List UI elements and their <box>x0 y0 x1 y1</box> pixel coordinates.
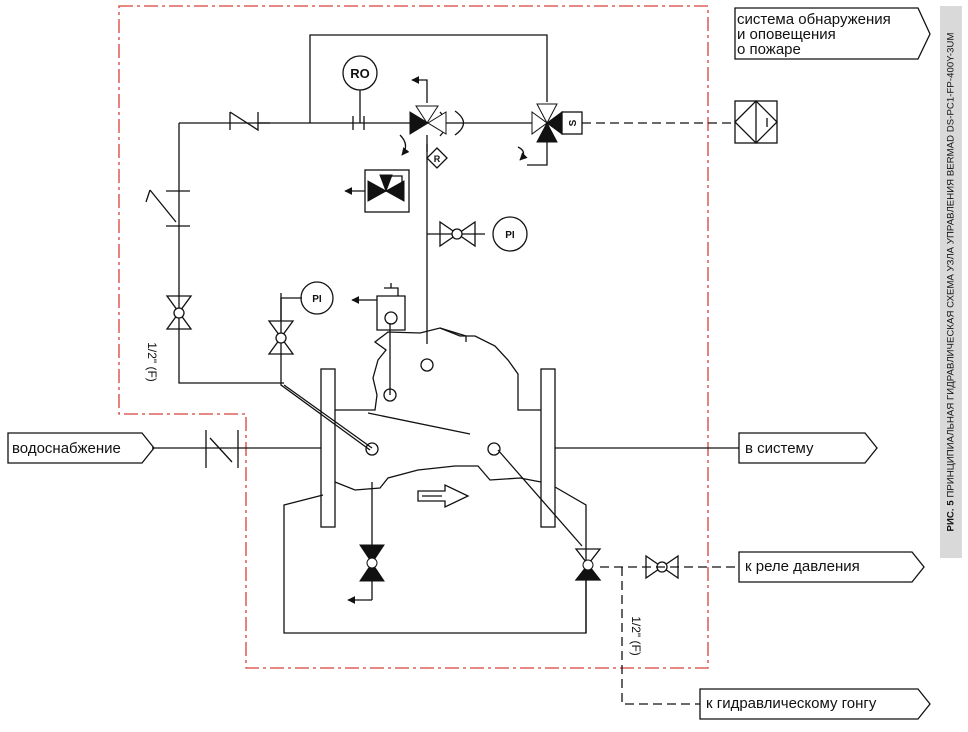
outlet-port <box>487 442 501 456</box>
valve-bonnet <box>439 327 467 342</box>
pipe-size-left: 1/2" (F) <box>145 342 159 382</box>
figure-number: РИС. 5 <box>945 500 957 532</box>
valve-diaphragm <box>367 412 471 435</box>
water-supply-label: водоснабжение <box>12 440 121 457</box>
alarm-valve-fill <box>574 564 602 581</box>
pi-left-label: PI <box>312 294 322 305</box>
solenoid-label: S <box>568 119 579 126</box>
gong-tag <box>699 688 931 720</box>
relief-label: R <box>434 154 441 164</box>
figure-caption: РИС. 5 ПРИНЦИПИАЛЬНАЯ ГИДРАВЛИЧЕСКАЯ СХЕ… <box>946 33 957 532</box>
left-supply-line <box>178 123 284 384</box>
pressure-relay-tag <box>738 551 925 583</box>
drain-valve <box>359 544 385 564</box>
fire-system-label-3: о пожаре <box>737 41 801 58</box>
water-supply-tag <box>7 432 155 464</box>
fire-system-label-2: и оповещения <box>737 26 836 43</box>
inlet-port <box>365 442 379 456</box>
relief-diamond <box>426 147 448 169</box>
gauge-left <box>300 281 334 315</box>
pilot-accessory <box>376 283 406 331</box>
flow-arrow <box>417 483 470 509</box>
fire-system-label-1: система обнаружения <box>737 11 891 28</box>
second-supply-line <box>280 293 371 451</box>
chamber-port <box>383 388 397 402</box>
gauge-top <box>492 216 528 252</box>
solenoid-valve-body <box>531 111 548 135</box>
relief-bonnet <box>454 110 465 136</box>
gauge-top-valve <box>439 220 476 248</box>
check-valve <box>229 111 259 132</box>
relief-valve-body <box>409 111 429 135</box>
figure-title: ПРИНЦИПИАЛЬНАЯ ГИДРАВЛИЧЕСКАЯ СХЕМА УЗЛА… <box>945 32 957 498</box>
gauge-left-line <box>280 297 302 321</box>
main-valve-body <box>334 327 542 491</box>
top-bypass-pipe <box>309 34 548 123</box>
strainer <box>145 189 190 227</box>
pi-top-label: PI <box>505 230 515 241</box>
to-system-label: в систему <box>745 440 814 457</box>
inlet-gate-valve <box>205 430 239 468</box>
inlet-tap-line <box>283 384 373 449</box>
solenoid-drain <box>527 142 548 166</box>
control-trim-boundary <box>118 5 709 669</box>
fire-system-tag <box>734 7 931 60</box>
pressure-relay-label: к реле давления <box>745 558 860 575</box>
outlet-flange <box>540 368 556 528</box>
orifice-mark <box>352 116 365 130</box>
second-isolation-valve <box>267 320 295 355</box>
left-isolation-valve <box>165 295 193 330</box>
ro-label: RO <box>350 66 370 81</box>
outlet-tap-line <box>497 449 583 547</box>
orifice-ro <box>342 55 378 91</box>
gong-signal-line <box>621 567 700 705</box>
relay-valve <box>367 180 388 202</box>
hydraulic-gong-label: к гидравлическому гонгу <box>706 695 877 712</box>
lower-bypass-line <box>283 486 587 634</box>
inlet-flange <box>320 368 336 528</box>
caption-sidebar <box>940 6 962 558</box>
relay-isolation-valve <box>645 554 679 580</box>
to-system-tag <box>738 432 878 464</box>
pipe-size-right: 1/2" (F) <box>629 616 643 656</box>
pilot-port <box>420 358 434 372</box>
